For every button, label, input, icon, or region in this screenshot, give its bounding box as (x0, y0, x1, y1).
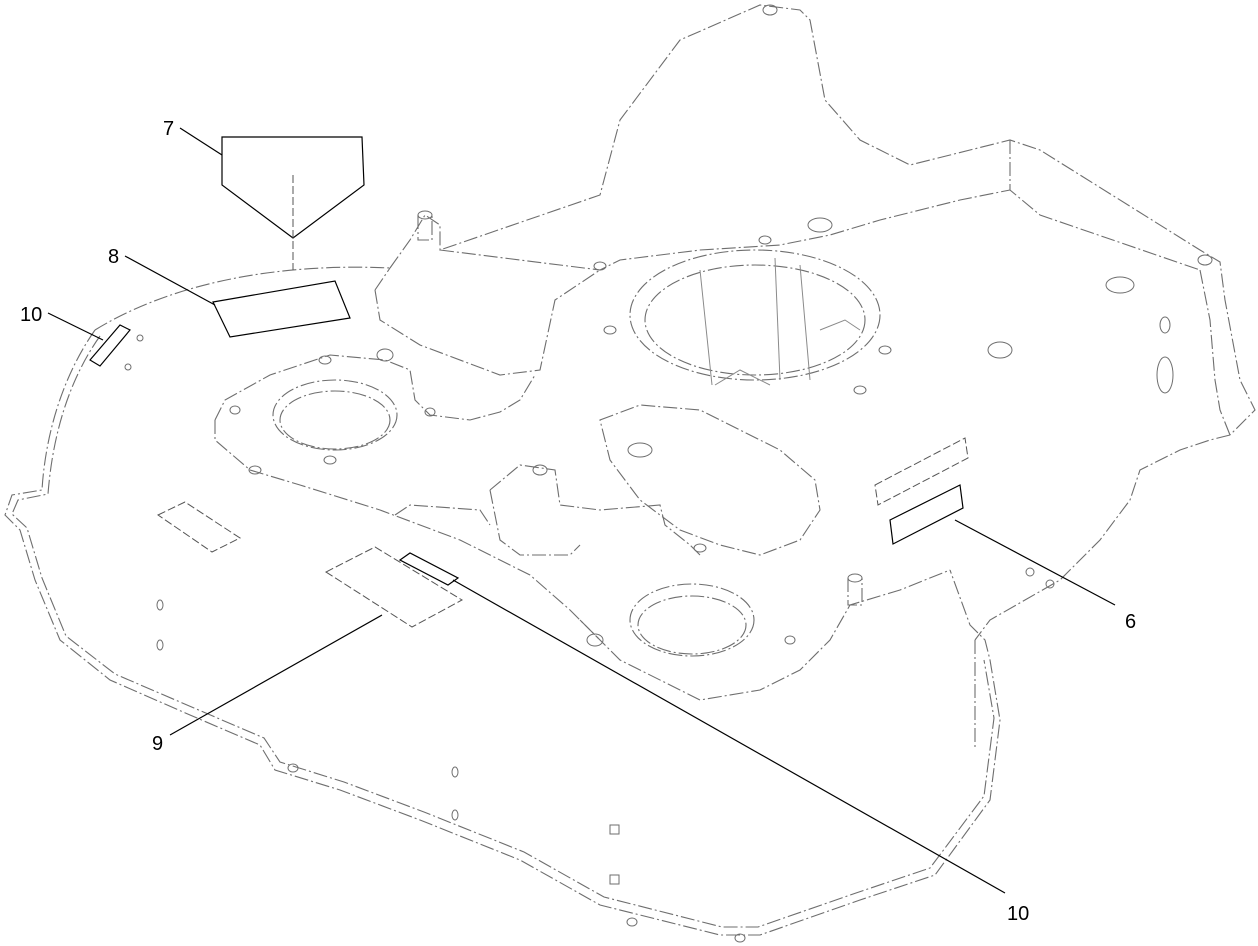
callout-10-left: 10 (20, 304, 42, 326)
leader-10-left (47, 312, 104, 341)
callout-9: 9 (152, 733, 163, 755)
callout-7: 7 (163, 118, 174, 140)
decal-8 (212, 280, 351, 338)
decal-6-upper (874, 437, 969, 506)
leader-6 (954, 519, 1116, 606)
leader-lines (47, 127, 1116, 894)
callout-labels: 6 7 8 9 10 10 (20, 118, 1136, 925)
leader-8 (124, 255, 216, 306)
decal-10-left (89, 324, 131, 367)
decals (89, 136, 969, 628)
leader-7 (179, 127, 223, 156)
mounting-holes (124, 4, 1213, 943)
spindle-holes (272, 249, 881, 657)
callout-8: 8 (108, 246, 119, 268)
callout-10-bottom: 10 (1007, 903, 1029, 925)
decal-9 (324, 546, 464, 628)
decal-10-bottom (398, 552, 460, 586)
mower-deck-outline (4, 4, 1256, 936)
decal-6 (889, 484, 964, 545)
leader-9 (169, 614, 383, 736)
leader-10-bottom (452, 579, 1006, 894)
callout-6: 6 (1125, 611, 1136, 633)
